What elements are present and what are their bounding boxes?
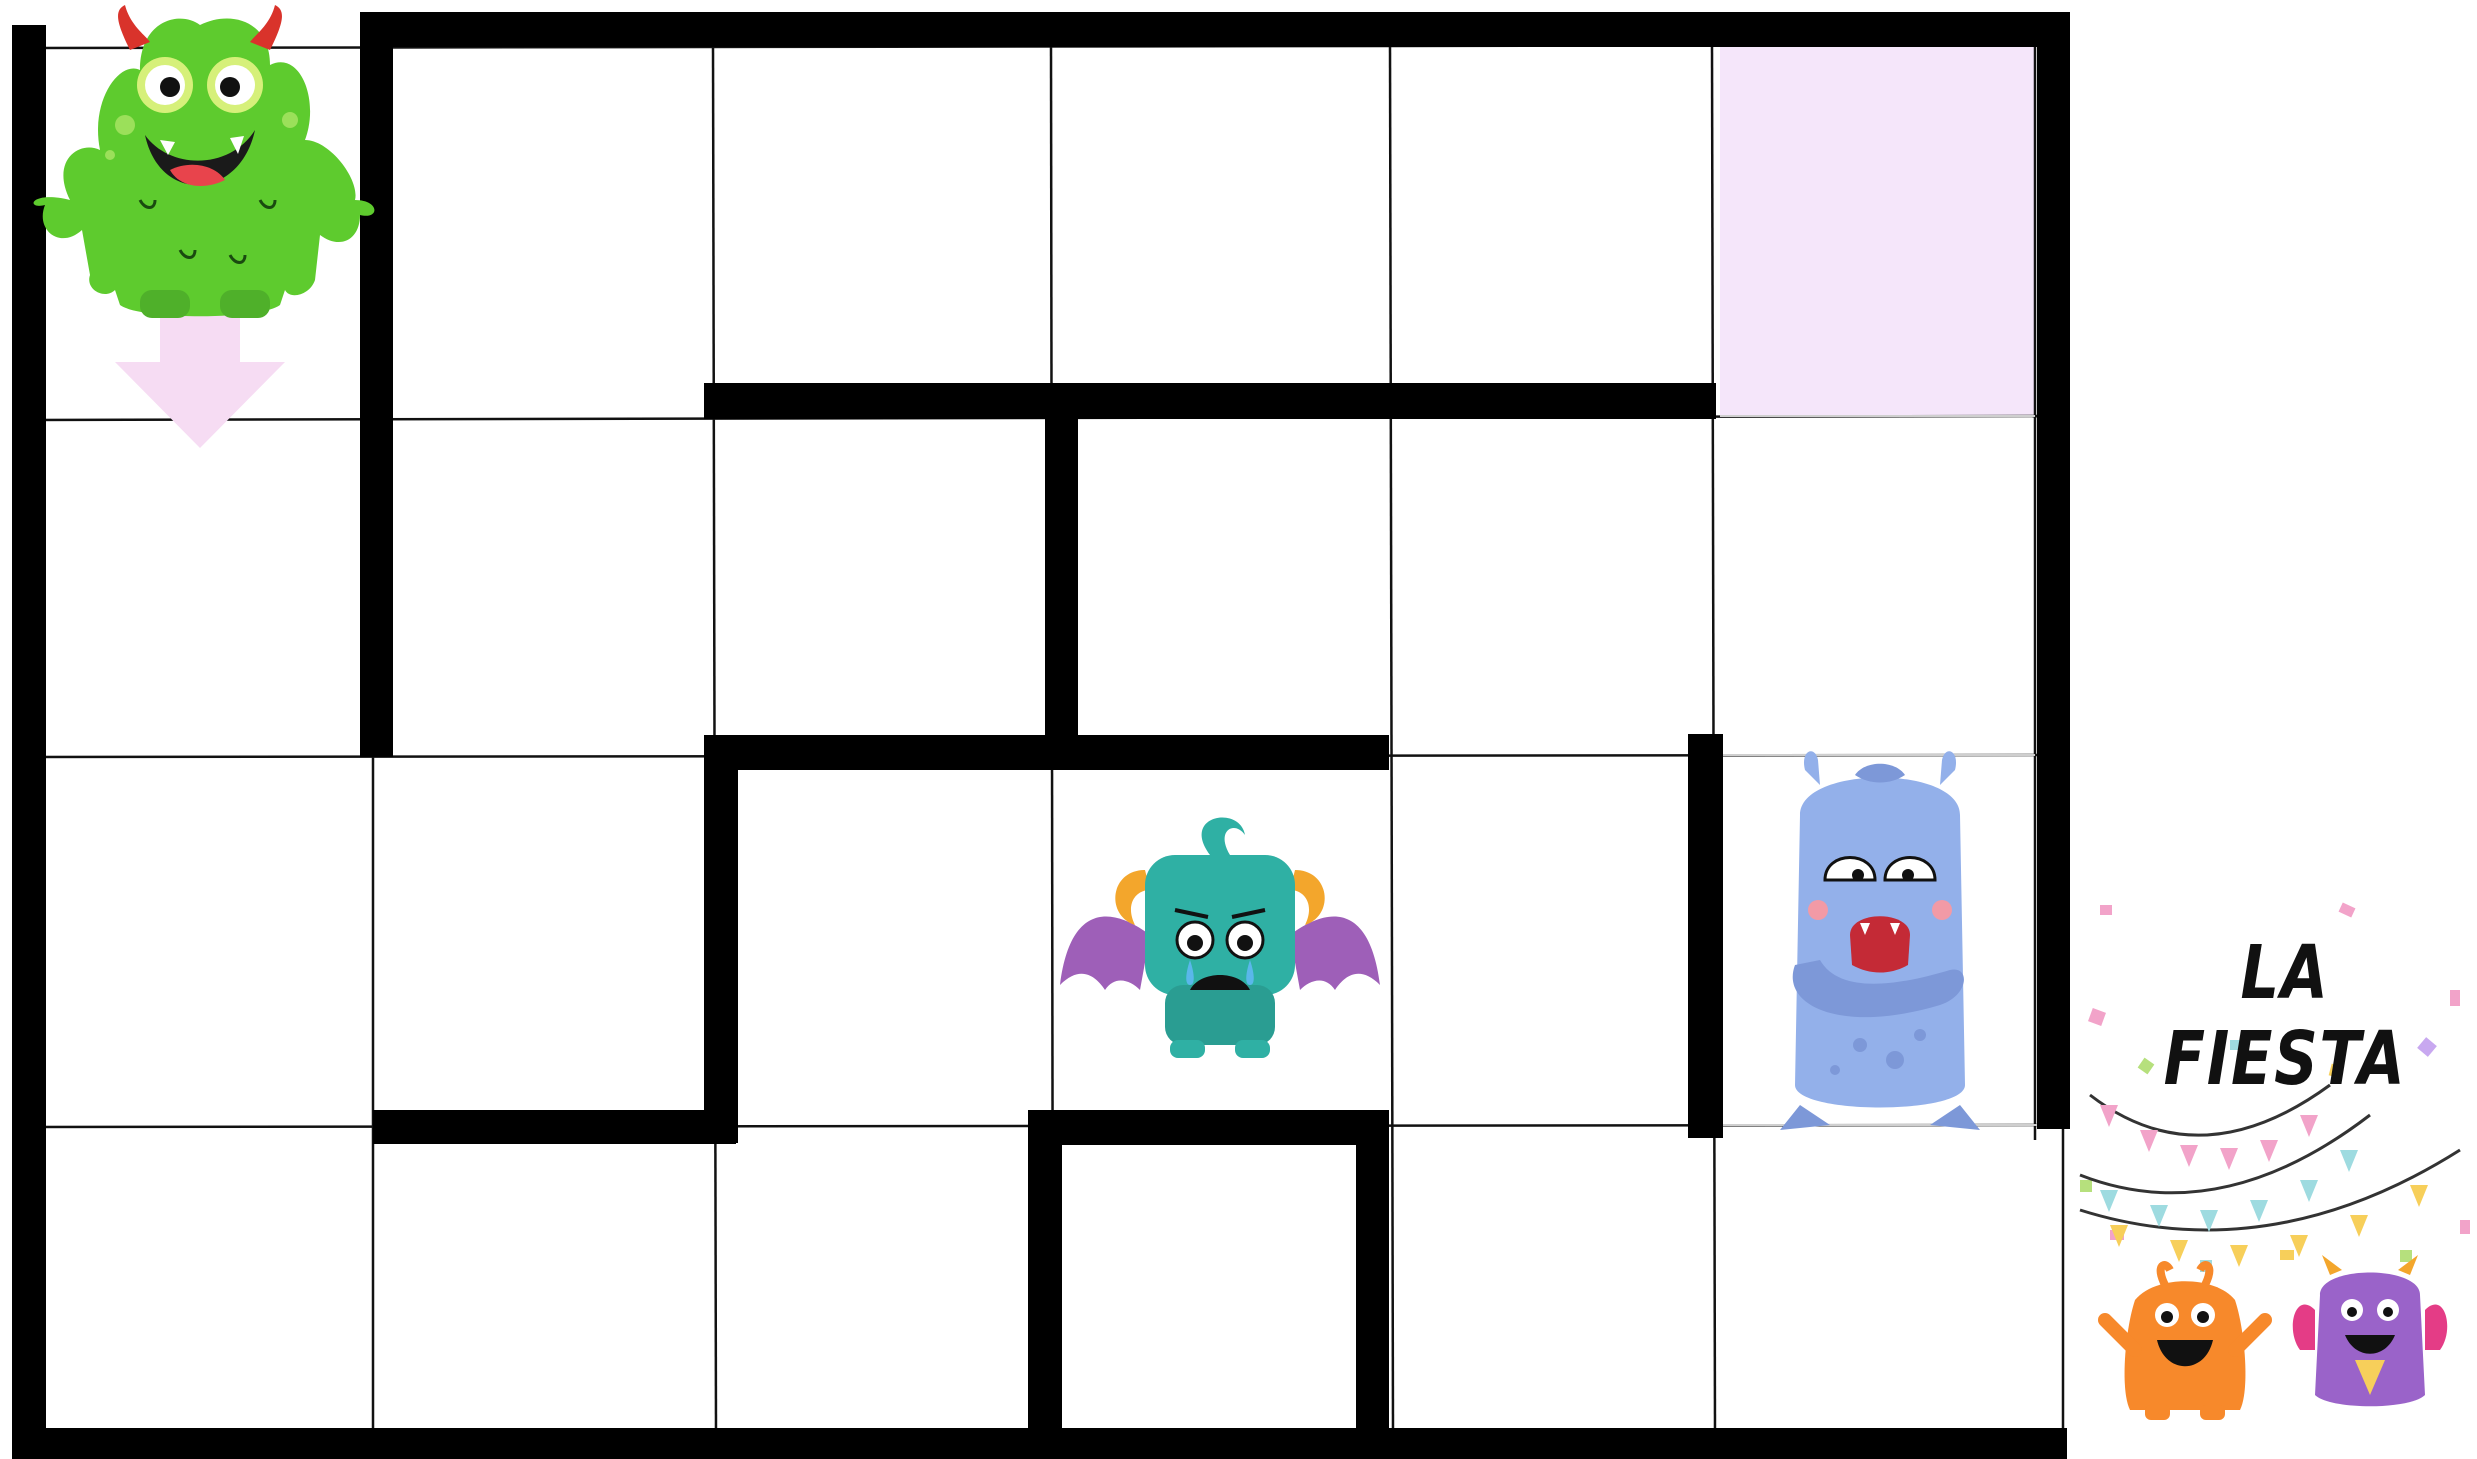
purple-party-monster [2293,1255,2447,1406]
bunting [2080,1085,2460,1267]
teal-bat-monster [1060,818,1380,1058]
party-title: LA FIESTA [2150,930,2421,1102]
green-monster-player[interactable] [34,5,375,318]
arrow-down-icon [115,305,285,448]
blue-grumpy-monster [1780,751,1980,1130]
orange-party-monster [2105,1265,2265,1420]
highlight-cell [1720,40,2035,416]
